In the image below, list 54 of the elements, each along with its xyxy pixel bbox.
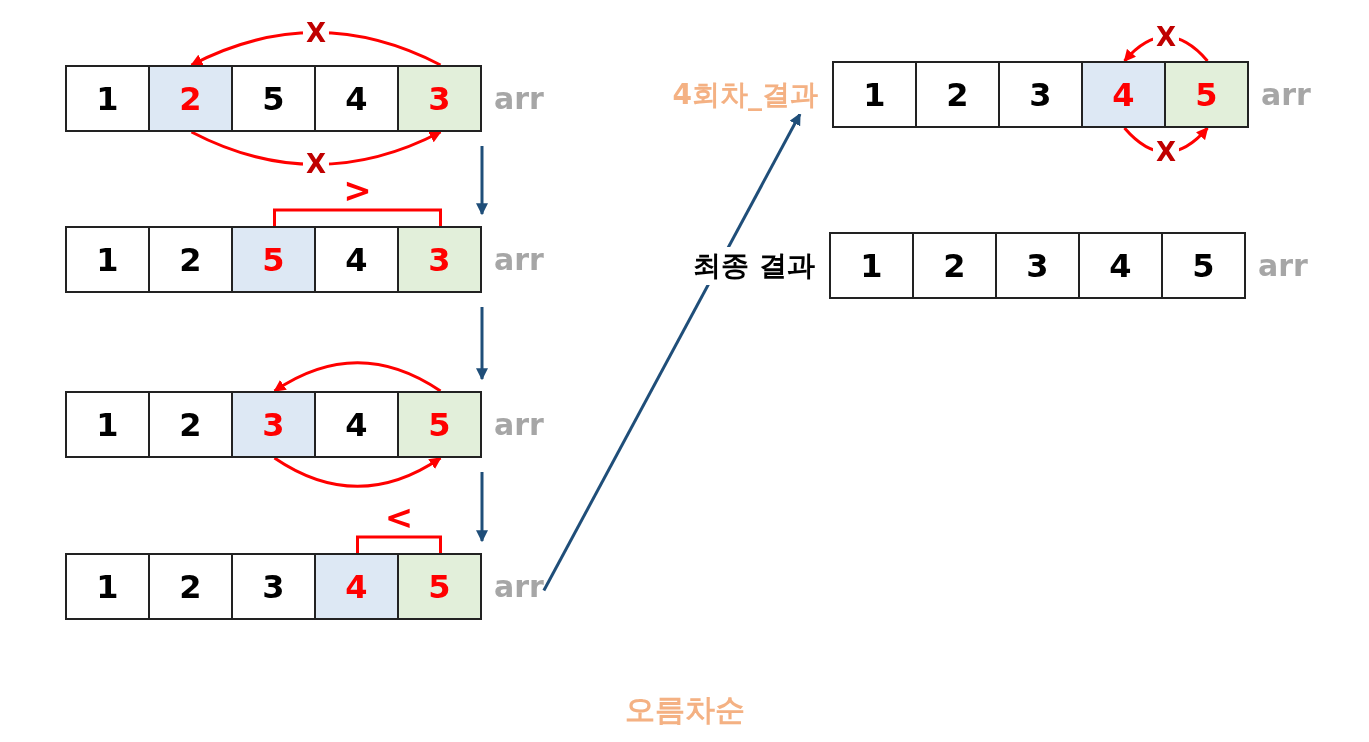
array-name: arr bbox=[1261, 77, 1311, 112]
array-cell: 1 bbox=[67, 553, 150, 620]
array-cell: 4 bbox=[316, 65, 399, 132]
array-cell: 2 bbox=[917, 61, 1000, 128]
array-cell: 3 bbox=[233, 391, 316, 458]
array bbox=[65, 391, 544, 458]
array-cell: 4 bbox=[316, 553, 399, 620]
array-cell: 4 bbox=[1083, 61, 1166, 128]
array-cell: 3 bbox=[1000, 61, 1083, 128]
array bbox=[829, 232, 1308, 299]
array bbox=[65, 226, 544, 293]
curved-arrow bbox=[190, 130, 442, 166]
array-cell: 3 bbox=[997, 232, 1080, 299]
array-cell: 1 bbox=[67, 391, 150, 458]
array-cell: 4 bbox=[316, 391, 399, 458]
array-cell: 5 bbox=[399, 553, 482, 620]
heading-text: 최종 결과 bbox=[693, 247, 815, 285]
array-cell: 2 bbox=[914, 232, 997, 299]
array-name: arr bbox=[494, 407, 544, 442]
array-cell: 2 bbox=[150, 553, 233, 620]
curved-arrow bbox=[190, 31, 442, 67]
array-cell: 2 bbox=[150, 226, 233, 293]
curved-arrow bbox=[273, 456, 442, 488]
array-cell: 1 bbox=[67, 65, 150, 132]
comparison-bracket bbox=[273, 208, 442, 226]
down-arrow bbox=[476, 307, 488, 381]
down-arrow bbox=[476, 472, 488, 543]
down-arrow bbox=[476, 146, 488, 216]
array-cell: 2 bbox=[150, 65, 233, 132]
array bbox=[65, 65, 544, 132]
array-cell: 1 bbox=[67, 226, 150, 293]
array-cell: 5 bbox=[233, 226, 316, 293]
array-cell: 4 bbox=[316, 226, 399, 293]
array-cell: 5 bbox=[1163, 232, 1246, 299]
array-cell: 4 bbox=[1080, 232, 1163, 299]
array-cell: 5 bbox=[233, 65, 316, 132]
array-cell: 5 bbox=[399, 391, 482, 458]
array-cell: 3 bbox=[399, 65, 482, 132]
array-name: arr bbox=[494, 242, 544, 277]
array-name: arr bbox=[494, 569, 544, 604]
array-cell: 3 bbox=[399, 226, 482, 293]
array bbox=[832, 61, 1311, 128]
array-cell: 1 bbox=[834, 61, 917, 128]
array-name: arr bbox=[494, 81, 544, 116]
arrow bbox=[542, 112, 802, 592]
array-cell: 2 bbox=[150, 391, 233, 458]
caption: 오름차순 bbox=[623, 691, 746, 729]
array-cell: 5 bbox=[1166, 61, 1249, 128]
array-name: arr bbox=[1258, 248, 1308, 283]
comparison-bracket bbox=[356, 535, 442, 553]
array-cell: 1 bbox=[831, 232, 914, 299]
curved-arrow bbox=[273, 361, 442, 393]
array-cell: 3 bbox=[233, 553, 316, 620]
array bbox=[65, 553, 544, 620]
